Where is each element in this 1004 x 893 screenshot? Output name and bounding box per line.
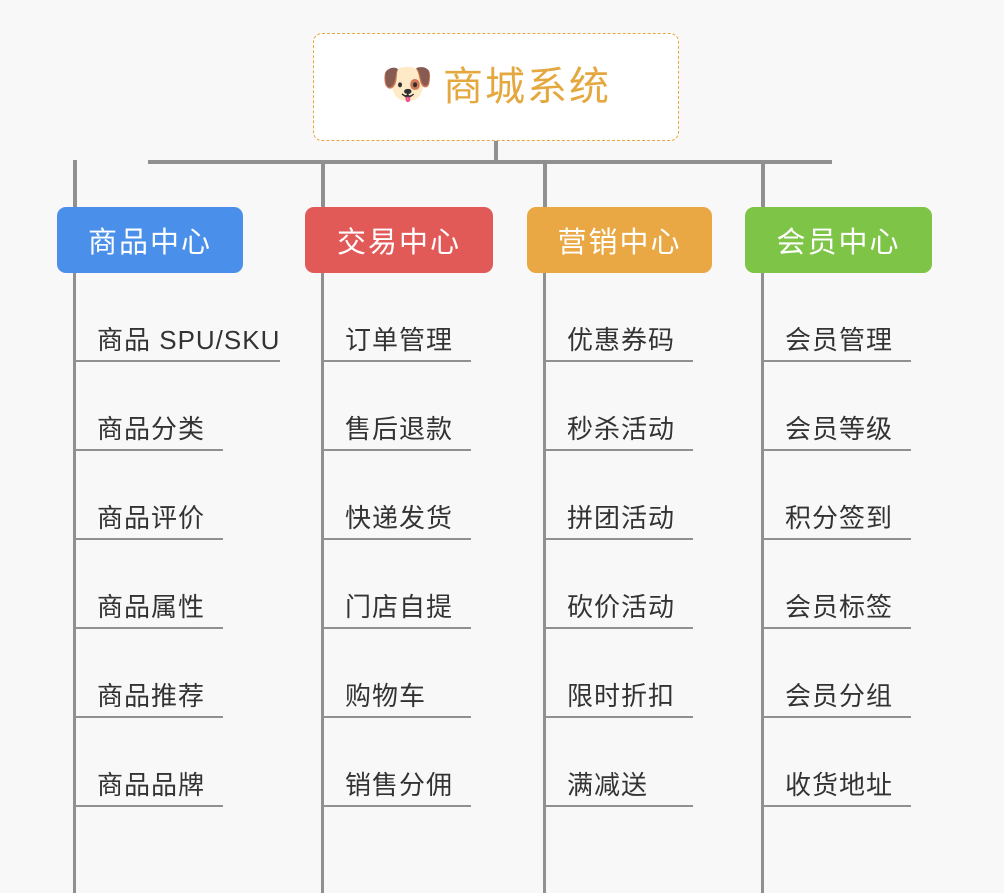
leaf-item[interactable]: 优惠券码 xyxy=(543,273,693,362)
branch-member-center: 会员中心会员管理会员等级积分签到会员标签会员分组收货地址 xyxy=(745,207,932,893)
leaf-item-label: 商品品牌 xyxy=(97,770,206,801)
connector-trunk-member-center xyxy=(761,273,764,893)
connector-horizontal-bus xyxy=(148,160,832,164)
leaf-item-label: 砍价活动 xyxy=(567,592,676,623)
connector-drop-product-center xyxy=(73,160,77,208)
branch-header-label: 会员中心 xyxy=(776,227,901,259)
connector-trunk-product-center xyxy=(73,273,76,893)
leaf-item[interactable]: 会员等级 xyxy=(761,362,911,451)
leaf-item-label: 会员标签 xyxy=(785,592,894,623)
leaf-item[interactable]: 商品品牌 xyxy=(73,718,223,807)
leaf-item-label: 商品评价 xyxy=(97,503,206,534)
leaf-item-label: 快递发货 xyxy=(345,503,454,534)
branch-product-center: 商品中心商品 SPU/SKU 商品分类商品评价商品属性商品推荐商品品牌 xyxy=(57,207,281,893)
leaf-item[interactable]: 售后退款 xyxy=(321,362,471,451)
leaf-item[interactable]: 积分签到 xyxy=(761,451,911,540)
connector-trunk-trade-center xyxy=(321,273,324,893)
leaf-item-label: 满减送 xyxy=(567,770,649,801)
leaf-item[interactable]: 秒杀活动 xyxy=(543,362,693,451)
branch-header-label: 交易中心 xyxy=(336,227,461,259)
leaf-item-label: 拼团活动 xyxy=(567,503,676,534)
leaf-item[interactable]: 商品推荐 xyxy=(73,629,223,718)
branch-header-member-center[interactable]: 会员中心 xyxy=(745,207,932,273)
leaf-item-label: 积分签到 xyxy=(785,503,894,534)
leaf-item-label: 售后退款 xyxy=(345,414,454,445)
leaf-item[interactable]: 商品分类 xyxy=(73,362,223,451)
connector-root-stem xyxy=(494,141,498,163)
leaf-item[interactable]: 收货地址 xyxy=(761,718,911,807)
leaf-item[interactable]: 商品评价 xyxy=(73,451,223,540)
leaf-list-member-center: 会员管理会员等级积分签到会员标签会员分组收货地址 xyxy=(761,273,911,807)
leaf-list-trade-center: 订单管理售后退款快递发货门店自提购物车销售分佣 xyxy=(321,273,471,807)
leaf-item-label: 商品属性 xyxy=(97,592,206,623)
leaf-item-label: 秒杀活动 xyxy=(567,414,676,445)
connector-drop-trade-center xyxy=(321,160,325,208)
leaf-item[interactable]: 订单管理 xyxy=(321,273,471,362)
leaf-item-label: 收货地址 xyxy=(785,770,894,801)
leaf-item[interactable]: 砍价活动 xyxy=(543,540,693,629)
branch-header-label: 商品中心 xyxy=(87,227,212,259)
branch-marketing-center: 营销中心优惠券码秒杀活动拼团活动砍价活动限时折扣满减送 xyxy=(527,207,712,893)
leaf-item[interactable]: 会员分组 xyxy=(761,629,911,718)
leaf-item[interactable]: 门店自提 xyxy=(321,540,471,629)
leaf-item[interactable]: 限时折扣 xyxy=(543,629,693,718)
leaf-item-label: 商品 SPU/SKU xyxy=(97,325,281,356)
connector-trunk-marketing-center xyxy=(543,273,546,893)
leaf-item-label: 购物车 xyxy=(345,681,427,712)
leaf-item[interactable]: 商品 SPU/SKU xyxy=(73,273,281,362)
leaf-item[interactable]: 购物车 xyxy=(321,629,471,718)
branch-header-product-center[interactable]: 商品中心 xyxy=(57,207,243,273)
root-node[interactable]: 🐶 商城系统 xyxy=(313,33,679,141)
leaf-item-label: 门店自提 xyxy=(345,592,454,623)
leaf-item[interactable]: 商品属性 xyxy=(73,540,223,629)
leaf-item-label: 订单管理 xyxy=(345,325,454,356)
leaf-list-marketing-center: 优惠券码秒杀活动拼团活动砍价活动限时折扣满减送 xyxy=(543,273,693,807)
connector-drop-marketing-center xyxy=(543,160,547,208)
leaf-item-label: 会员分组 xyxy=(785,681,894,712)
leaf-item[interactable]: 拼团活动 xyxy=(543,451,693,540)
leaf-item[interactable]: 满减送 xyxy=(543,718,693,807)
leaf-list-product-center: 商品 SPU/SKU 商品分类商品评价商品属性商品推荐商品品牌 xyxy=(73,273,281,807)
leaf-item[interactable]: 会员管理 xyxy=(761,273,911,362)
shiba-dog-face-icon: 🐶 xyxy=(381,60,434,107)
leaf-item-label: 销售分佣 xyxy=(345,770,454,801)
leaf-item-label: 商品推荐 xyxy=(97,681,206,712)
mindmap-canvas: 🐶 商城系统 商品中心商品 SPU/SKU 商品分类商品评价商品属性商品推荐商品品… xyxy=(57,33,932,893)
connector-drop-member-center xyxy=(761,160,765,208)
branch-trade-center: 交易中心订单管理售后退款快递发货门店自提购物车销售分佣 xyxy=(305,207,493,893)
branch-header-label: 营销中心 xyxy=(557,227,682,259)
leaf-item-label: 限时折扣 xyxy=(567,681,676,712)
branch-header-marketing-center[interactable]: 营销中心 xyxy=(527,207,712,273)
leaf-item-label: 优惠券码 xyxy=(567,325,676,356)
branch-header-trade-center[interactable]: 交易中心 xyxy=(305,207,493,273)
leaf-item-label: 会员管理 xyxy=(785,325,894,356)
leaf-item[interactable]: 销售分佣 xyxy=(321,718,471,807)
leaf-item[interactable]: 快递发货 xyxy=(321,451,471,540)
leaf-item[interactable]: 会员标签 xyxy=(761,540,911,629)
root-title: 商城系统 xyxy=(443,65,611,109)
leaf-item-label: 会员等级 xyxy=(785,414,894,445)
leaf-item-label: 商品分类 xyxy=(97,414,206,445)
